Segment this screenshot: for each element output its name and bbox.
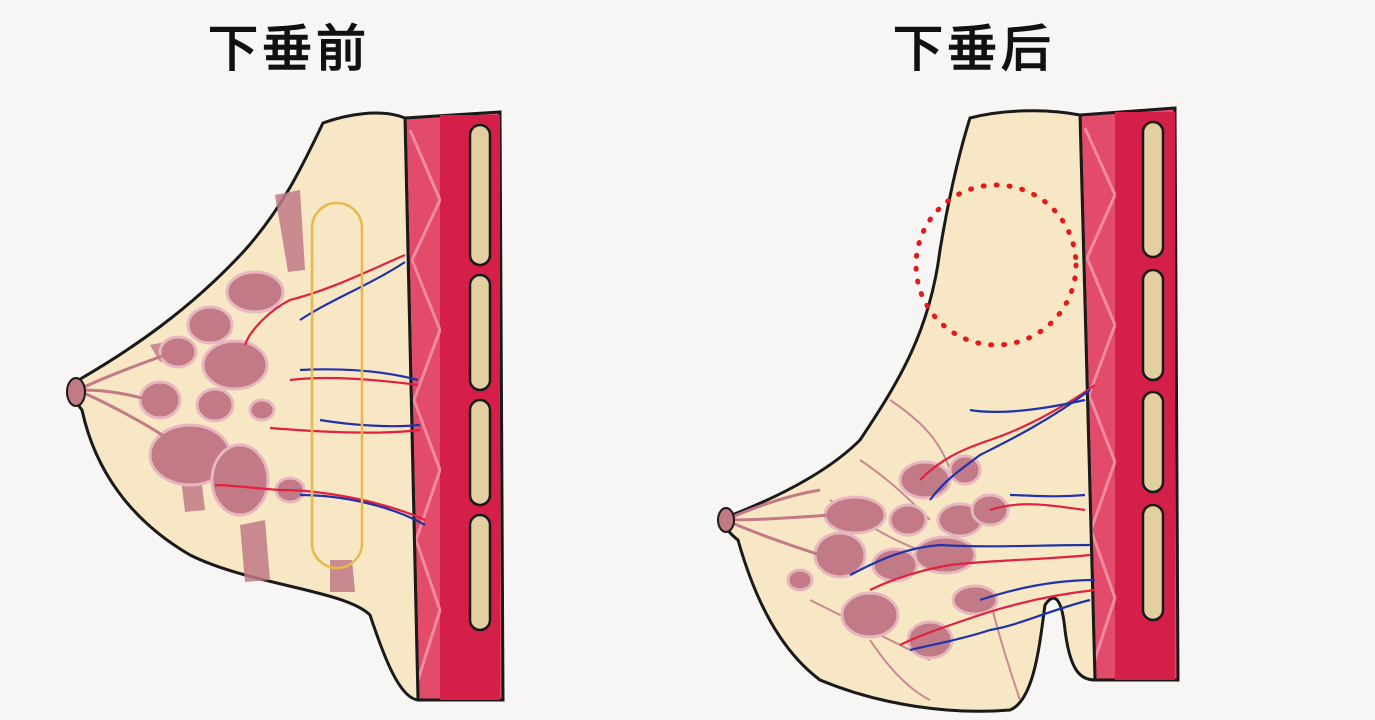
blood-vessels [214,253,426,526]
blood-vessels [849,384,1096,652]
milk-ducts [729,488,831,557]
ribs [468,123,492,632]
diagram-before-sagging [66,110,505,702]
breast-outline [723,109,1097,713]
breast-outline [71,111,420,702]
diagram-after-sagging [717,106,1180,713]
label-before-sagging: 下垂前 [208,20,370,78]
ribs [1141,120,1165,622]
nipple [717,507,735,533]
mammary-lobules [138,270,306,517]
milk-ducts [81,348,181,442]
label-after-sagging: 下垂后 [893,20,1055,78]
nipple [66,377,86,407]
retroglandular-space [310,201,364,570]
volume-loss-highlight [913,182,1079,348]
